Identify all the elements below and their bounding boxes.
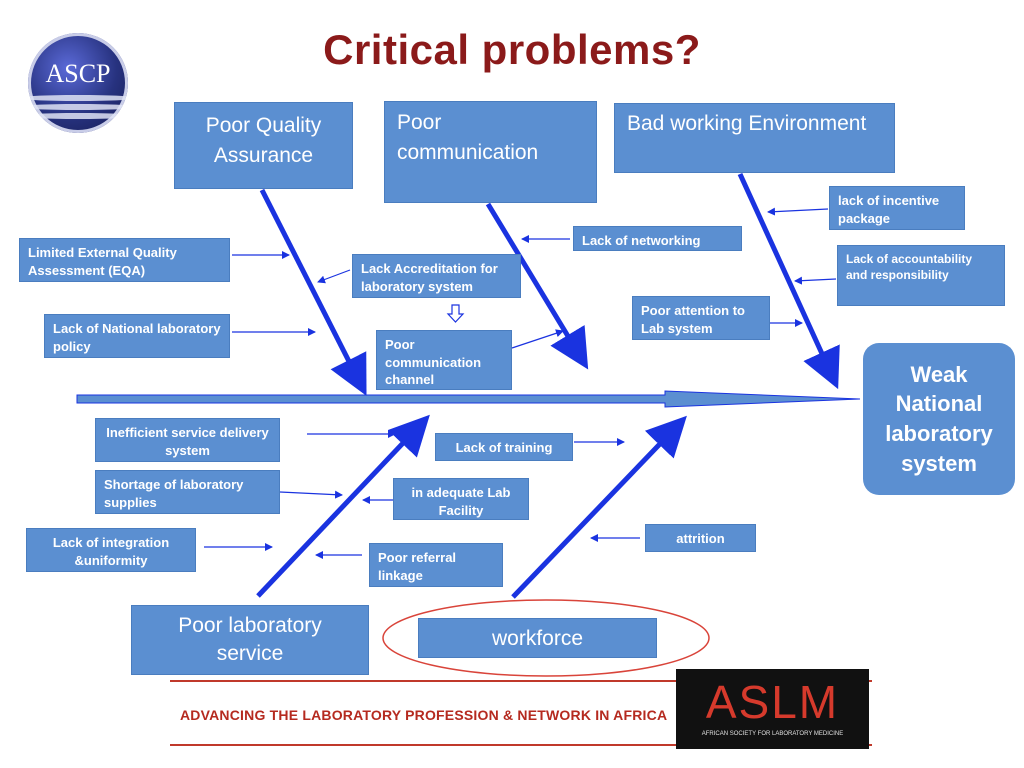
bone-workforce <box>511 415 687 599</box>
category-workforce: workforce <box>418 618 657 658</box>
down-arrow-icon <box>446 304 465 323</box>
cause-accreditation: Lack Accreditation for laboratory system <box>352 254 521 298</box>
effect-weak-national-lab-system: Weak National laboratory system <box>863 343 1015 495</box>
cause-national-policy: Lack of National laboratory policy <box>44 314 230 358</box>
footer-rule-bottom <box>170 744 872 746</box>
footer-rule-top <box>170 680 872 682</box>
footer-tagline: ADVANCING THE LABORATORY PROFESSION & NE… <box>180 707 668 723</box>
category-quality-assurance: Poor Quality Assurance <box>174 102 353 189</box>
workforce-highlight <box>382 599 710 677</box>
cause-attrition: attrition <box>645 524 756 552</box>
bone-service <box>256 414 430 598</box>
ascp-logo: ASCP <box>28 33 128 133</box>
cause-integration: Lack of integration &uniformity <box>26 528 196 572</box>
cause-service-delivery: Inefficient service delivery system <box>95 418 280 462</box>
category-communication: Poor communication <box>384 101 597 203</box>
bone-environment <box>737 172 840 390</box>
page-title: Critical problems? <box>323 26 701 73</box>
category-lab-service: Poor laboratory service <box>131 605 369 675</box>
cause-supplies: Shortage of laboratory supplies <box>95 470 280 514</box>
cause-referral: Poor referral linkage <box>369 543 503 587</box>
cause-training: Lack of training <box>435 433 573 461</box>
bone-quality <box>259 188 367 396</box>
cause-comm-channel: Poor communication channel <box>376 330 512 390</box>
spine-arrow <box>76 390 861 408</box>
cause-attention: Poor attention to Lab system <box>632 296 770 340</box>
cause-eqa: Limited External Quality Assessment (EQA… <box>19 238 230 282</box>
aslm-logo: ASLM AFRICAN SOCIETY FOR LABORATORY MEDI… <box>676 669 869 749</box>
cause-facility: in adequate Lab Facility <box>393 478 529 520</box>
bone-communication <box>485 202 589 370</box>
cause-accountability: Lack of accountability and responsibilit… <box>837 245 1005 306</box>
cause-networking: Lack of networking <box>573 226 742 251</box>
category-environment: Bad working Environment <box>614 103 895 173</box>
cause-incentive: lack of incentive package <box>829 186 965 230</box>
